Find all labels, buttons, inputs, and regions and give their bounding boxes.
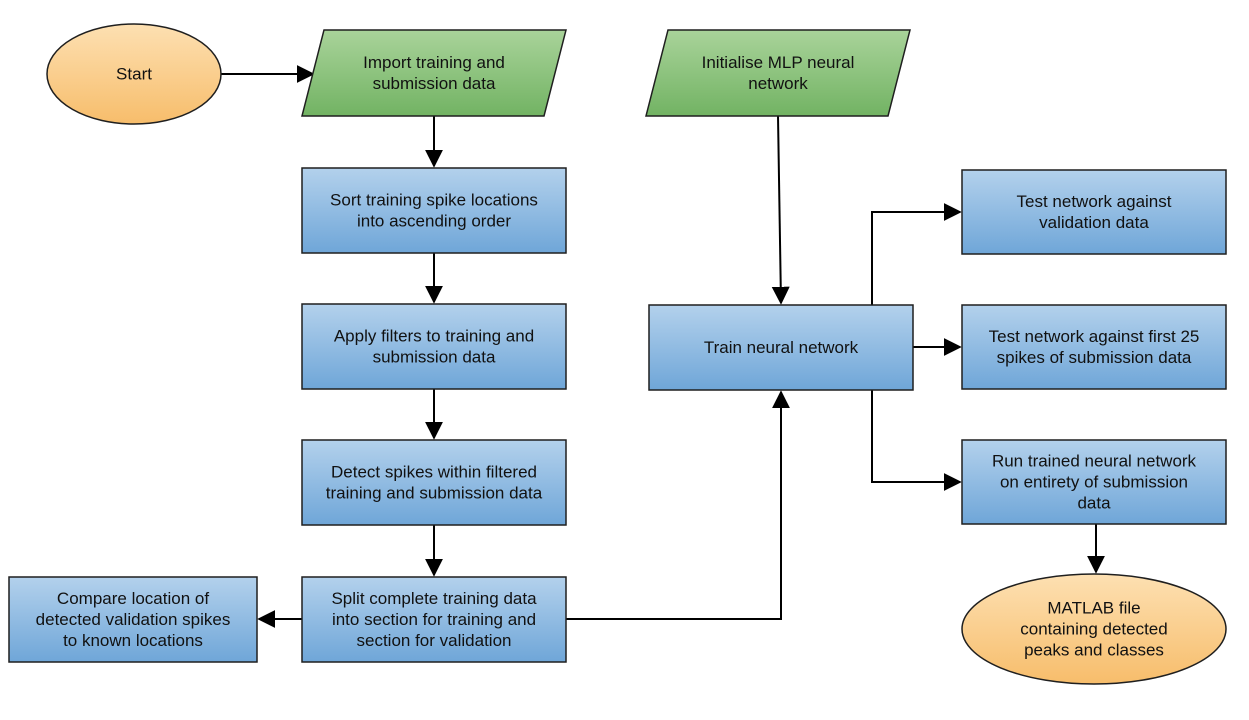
matlab-file-label-line: MATLAB file — [1047, 599, 1140, 618]
init-mlp-label-line: network — [748, 74, 808, 93]
import-data-data-shape — [301, 29, 567, 117]
node-matlab-file: MATLAB file containing detected peaks and … — [961, 573, 1227, 685]
train-network-label-line: Train neural network — [704, 338, 859, 357]
apply-filters-label-line: submission data — [373, 348, 496, 367]
init-mlp-data-shape — [645, 29, 911, 117]
init-mlp-label-line: Initialise MLP neural — [702, 53, 855, 72]
test-first25-label-line: spikes of submission data — [997, 348, 1192, 367]
node-detect-spikes: Detect spikes within filtered training an… — [301, 439, 567, 526]
start-label-line: Start — [116, 65, 152, 84]
test-first25-label-line: Test network against first 25 — [989, 327, 1200, 346]
test-validation-label-line: Test network against — [1017, 192, 1172, 211]
matlab-file-label-line: containing detected — [1020, 620, 1167, 639]
test-validation-label-line: validation data — [1039, 213, 1149, 232]
split-data-process-shape — [301, 576, 567, 663]
node-import-data: Import training and submission data — [301, 29, 567, 117]
start-terminal-shape — [46, 23, 222, 125]
apply-filters-process-shape — [301, 303, 567, 390]
detect-spikes-label-line: training and submission data — [326, 484, 543, 503]
arrow-init-mlp-to-train-network — [771, 115, 790, 305]
train-network-process-shape — [648, 304, 914, 391]
arrow-split-data-to-train-network — [566, 390, 790, 620]
node-split-data: Split complete training data into section… — [301, 576, 567, 663]
node-test-first25: Test network against first 25 spikes of s… — [961, 304, 1227, 390]
compare-locations-process-shape — [8, 576, 258, 663]
matlab-file-label-line: peaks and classes — [1024, 641, 1164, 660]
split-data-label-line: section for validation — [357, 631, 512, 650]
run-trained-label-line: Run trained neural network — [992, 452, 1197, 471]
node-train-network: Train neural network — [648, 304, 914, 391]
import-data-label-line: submission data — [373, 74, 496, 93]
apply-filters-label-line: Apply filters to training and — [334, 327, 534, 346]
run-trained-label-line: data — [1077, 494, 1111, 513]
run-trained-label-line: on entirety of submission — [1000, 473, 1188, 492]
detect-spikes-label-line: Detect spikes within filtered — [331, 463, 537, 482]
compare-locations-label-line: to known locations — [63, 631, 203, 650]
split-data-label-line: into section for training and — [332, 610, 536, 629]
node-compare-locations: Compare location of detected validation s… — [8, 576, 258, 663]
detect-spikes-process-shape — [301, 439, 567, 526]
sort-spikes-label-line: Sort training spike locations — [330, 191, 538, 210]
node-start: Start — [46, 23, 222, 125]
sort-spikes-process-shape — [301, 167, 567, 254]
arrow-train-network-to-run-trained — [871, 390, 962, 491]
split-data-label-line: Split complete training data — [331, 589, 537, 608]
import-data-label-line: Import training and — [363, 53, 505, 72]
arrow-train-network-to-test-validation — [871, 203, 962, 305]
compare-locations-label-line: Compare location of — [57, 589, 209, 608]
run-trained-process-shape — [961, 439, 1227, 525]
connector-layer — [221, 65, 1105, 628]
test-validation-process-shape — [961, 169, 1227, 255]
node-apply-filters: Apply filters to training and submission … — [301, 303, 567, 390]
node-sort-spikes: Sort training spike locations into ascend… — [301, 167, 567, 254]
node-test-validation: Test network against validation data — [961, 169, 1227, 255]
test-first25-process-shape — [961, 304, 1227, 390]
matlab-file-terminal-shape — [961, 573, 1227, 685]
node-run-trained: Run trained neural network on entirety of… — [961, 439, 1227, 525]
sort-spikes-label-line: into ascending order — [357, 212, 511, 231]
node-init-mlp: Initialise MLP neural network — [645, 29, 911, 117]
compare-locations-label-line: detected validation spikes — [36, 610, 231, 629]
